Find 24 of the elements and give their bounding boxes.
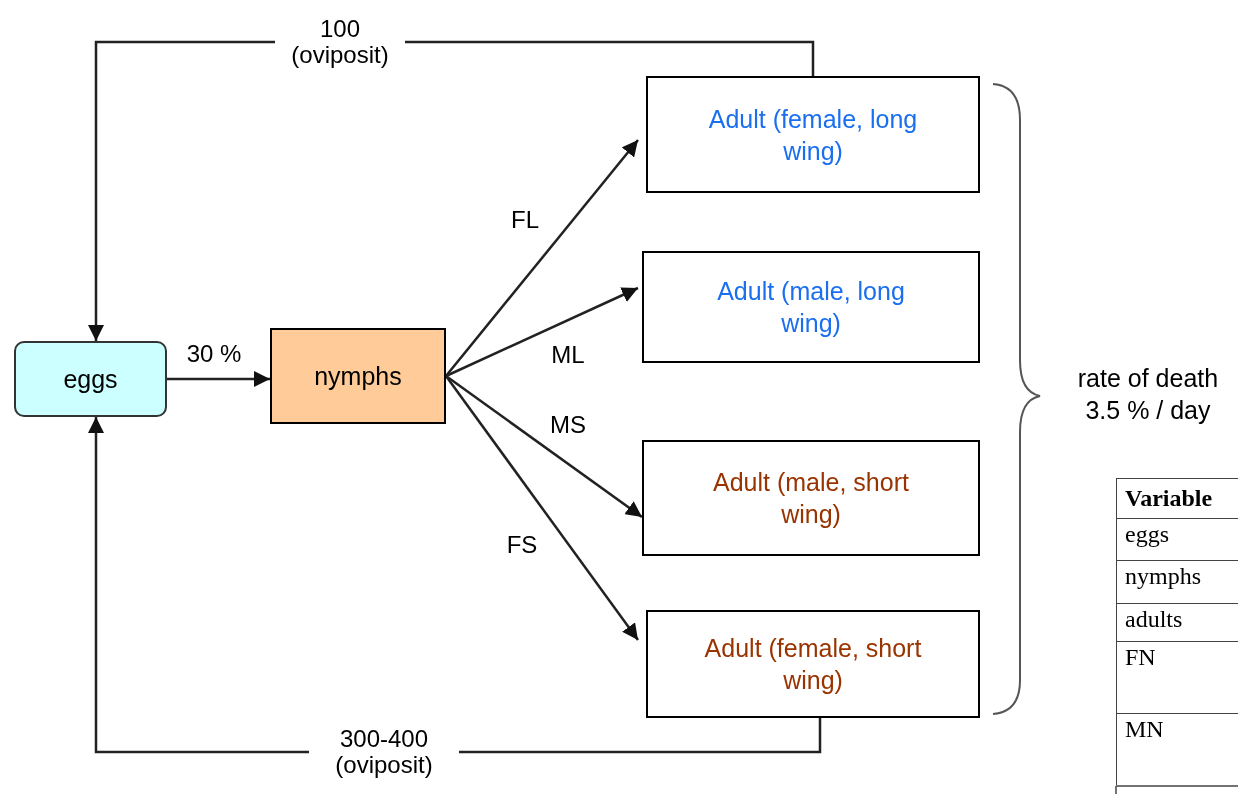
table-cell: eggs — [1116, 518, 1238, 560]
edge-label: FL — [510, 207, 540, 233]
stage-label: Adult (female, long wing) — [707, 103, 919, 167]
edge-label: 30 % — [185, 341, 243, 367]
edge-label: FS — [505, 532, 539, 558]
table-cell: adults — [1116, 603, 1238, 641]
stage-box — [642, 251, 980, 363]
table-cell: MN — [1116, 713, 1238, 785]
stage-box — [646, 610, 980, 718]
stage-label: Adult (male, short wing) — [712, 467, 910, 530]
stage-label: Adult (female, short wing) — [703, 633, 923, 696]
note-text: rate of death 3.5 % / day — [1076, 363, 1220, 426]
stage-label: eggs — [63, 364, 118, 395]
stage-box — [642, 440, 980, 556]
stage-label: Adult (male, long wing) — [716, 276, 906, 339]
table-cell: FN — [1116, 641, 1238, 713]
stage-label: nymphs — [314, 361, 402, 392]
edge-label: ML — [550, 342, 586, 368]
stage-box — [270, 328, 446, 424]
stage-box — [646, 76, 980, 193]
edge-label: MS — [549, 412, 587, 438]
stage-box — [14, 341, 167, 417]
table-cell: nymphs — [1116, 560, 1238, 603]
table-cell: Variable — [1116, 478, 1238, 518]
